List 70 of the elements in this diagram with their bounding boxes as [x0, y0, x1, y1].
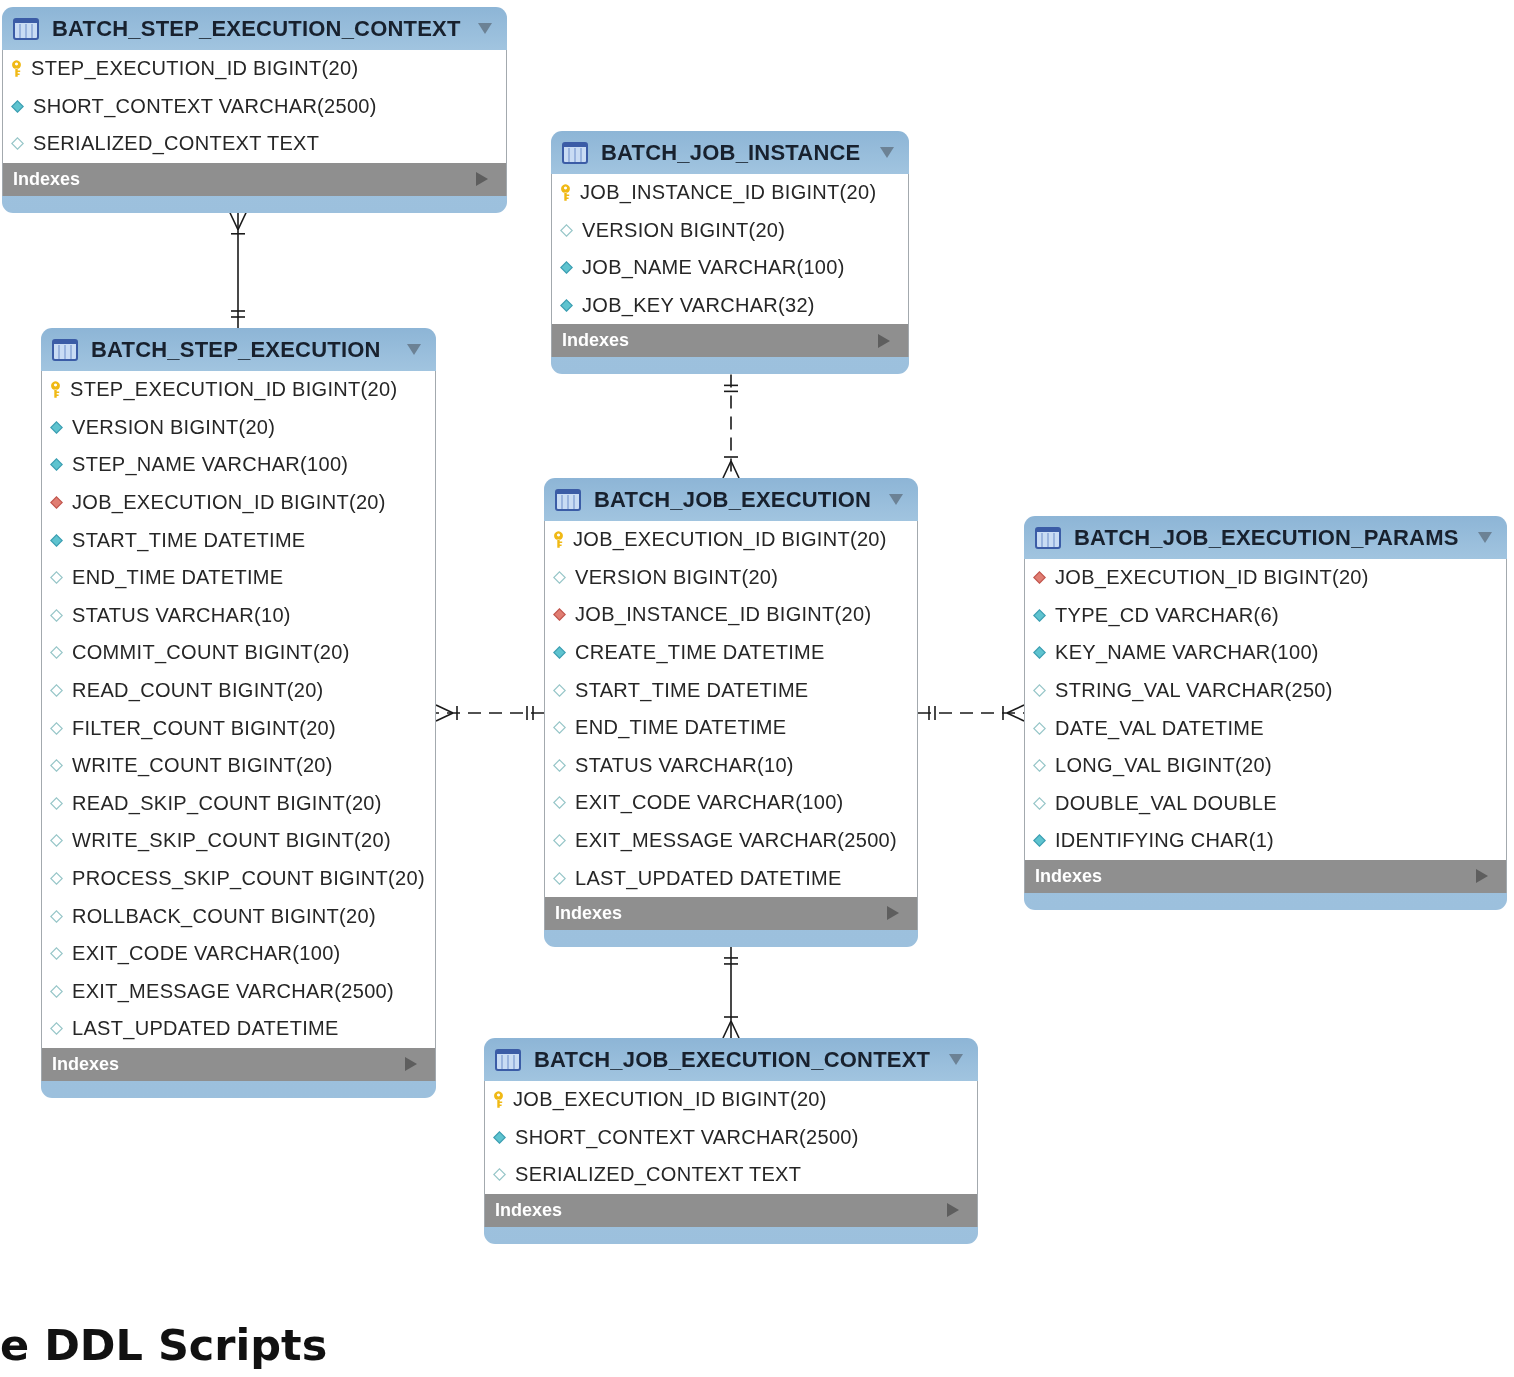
column-definition: DATE_VAL DATETIME [1055, 716, 1264, 740]
column-definition: LAST_UPDATED DATETIME [575, 866, 842, 890]
column-definition: READ_SKIP_COUNT BIGINT(20) [72, 791, 382, 815]
column-definition: EXIT_CODE VARCHAR(100) [72, 942, 341, 966]
column-definition: JOB_NAME VARCHAR(100) [582, 256, 845, 280]
section-label: Indexes [13, 168, 81, 190]
column-definition: JOB_EXECUTION_ID BIGINT(20) [513, 1088, 827, 1112]
section-label: Indexes [555, 902, 623, 924]
column-definition: DOUBLE_VAL DOUBLE [1055, 791, 1277, 815]
table-title: BATCH_STEP_EXECUTION_CONTEXT [52, 15, 462, 42]
column-definition: LAST_UPDATED DATETIME [72, 1017, 339, 1041]
entity-table [41, 328, 436, 1098]
column-definition: STATUS VARCHAR(10) [575, 753, 794, 777]
column-definition: PROCESS_SKIP_COUNT BIGINT(20) [72, 867, 425, 890]
column-definition: STEP_NAME VARCHAR(100) [72, 453, 349, 477]
column-definition: START_TIME DATETIME [72, 528, 306, 552]
table-title: BATCH_JOB_EXECUTION_CONTEXT [534, 1046, 932, 1073]
entity-table [551, 131, 909, 375]
column-definition: SERIALIZED_CONTEXT TEXT [515, 1163, 802, 1187]
column-definition: VERSION BIGINT(20) [575, 565, 779, 589]
column-definition: TYPE_CD VARCHAR(6) [1055, 603, 1279, 627]
column-definition: KEY_NAME VARCHAR(100) [1055, 641, 1319, 665]
column-definition: END_TIME DATETIME [575, 716, 787, 740]
table-title: BATCH_JOB_EXECUTION_PARAMS [1074, 524, 1460, 551]
column-definition: WRITE_COUNT BIGINT(20) [72, 754, 333, 778]
column-definition: JOB_INSTANCE_ID BIGINT(20) [580, 181, 877, 205]
relationship-line [722, 373, 740, 479]
column-definition: EXIT_MESSAGE VARCHAR(2500) [72, 979, 394, 1003]
column-definition: JOB_EXECUTION_ID BIGINT(20) [72, 491, 386, 515]
relationship-line [722, 946, 740, 1039]
section-label: Indexes [495, 1199, 563, 1221]
column-definition: CREATE_TIME DATETIME [575, 641, 825, 665]
column-definition: FILTER_COUNT BIGINT(20) [72, 716, 336, 740]
column-definition: STEP_EXECUTION_ID BIGINT(20) [31, 57, 359, 81]
column-definition: SERIALIZED_CONTEXT TEXT [33, 132, 320, 156]
entity-table [484, 1038, 978, 1244]
column-definition: END_TIME DATETIME [72, 566, 284, 590]
column-definition: JOB_EXECUTION_ID BIGINT(20) [1055, 566, 1369, 590]
section-label: Indexes [52, 1053, 120, 1075]
entity-table [544, 478, 918, 947]
table-title: BATCH_STEP_EXECUTION [91, 336, 382, 363]
column-definition: SHORT_CONTEXT VARCHAR(2500) [33, 94, 377, 118]
table-title: BATCH_JOB_INSTANCE [601, 139, 862, 166]
entity-table [1024, 516, 1507, 910]
column-definition: EXIT_CODE VARCHAR(100) [575, 791, 844, 815]
column-definition: VERSION BIGINT(20) [72, 415, 276, 439]
relationship-line [917, 704, 1025, 722]
column-definition: VERSION BIGINT(20) [582, 218, 786, 242]
column-definition: SHORT_CONTEXT VARCHAR(2500) [515, 1125, 859, 1149]
column-definition: COMMIT_COUNT BIGINT(20) [72, 641, 350, 665]
section-label: Indexes [1035, 865, 1103, 887]
column-definition: JOB_KEY VARCHAR(32) [582, 294, 815, 318]
table-title: BATCH_JOB_EXECUTION [594, 486, 873, 513]
column-definition: IDENTIFYING CHAR(1) [1055, 829, 1275, 853]
column-definition: JOB_INSTANCE_ID BIGINT(20) [575, 603, 872, 627]
column-definition: JOB_EXECUTION_ID BIGINT(20) [573, 528, 887, 552]
column-definition: EXIT_MESSAGE VARCHAR(2500) [575, 829, 897, 853]
column-definition: ROLLBACK_COUNT BIGINT(20) [72, 904, 376, 928]
column-definition: START_TIME DATETIME [575, 678, 809, 702]
section-heading: e DDL Scripts [0, 1320, 328, 1372]
column-definition: READ_COUNT BIGINT(20) [72, 679, 324, 703]
relationship-line [435, 704, 545, 722]
column-definition: STEP_EXECUTION_ID BIGINT(20) [70, 378, 398, 402]
column-definition: LONG_VAL BIGINT(20) [1055, 754, 1272, 778]
column-definition: WRITE_SKIP_COUNT BIGINT(20) [72, 829, 391, 853]
relationship-line [229, 212, 247, 329]
column-definition: STATUS VARCHAR(10) [72, 603, 291, 627]
entity-table [2, 7, 507, 213]
column-definition: STRING_VAL VARCHAR(250) [1055, 679, 1333, 703]
section-label: Indexes [562, 330, 630, 352]
